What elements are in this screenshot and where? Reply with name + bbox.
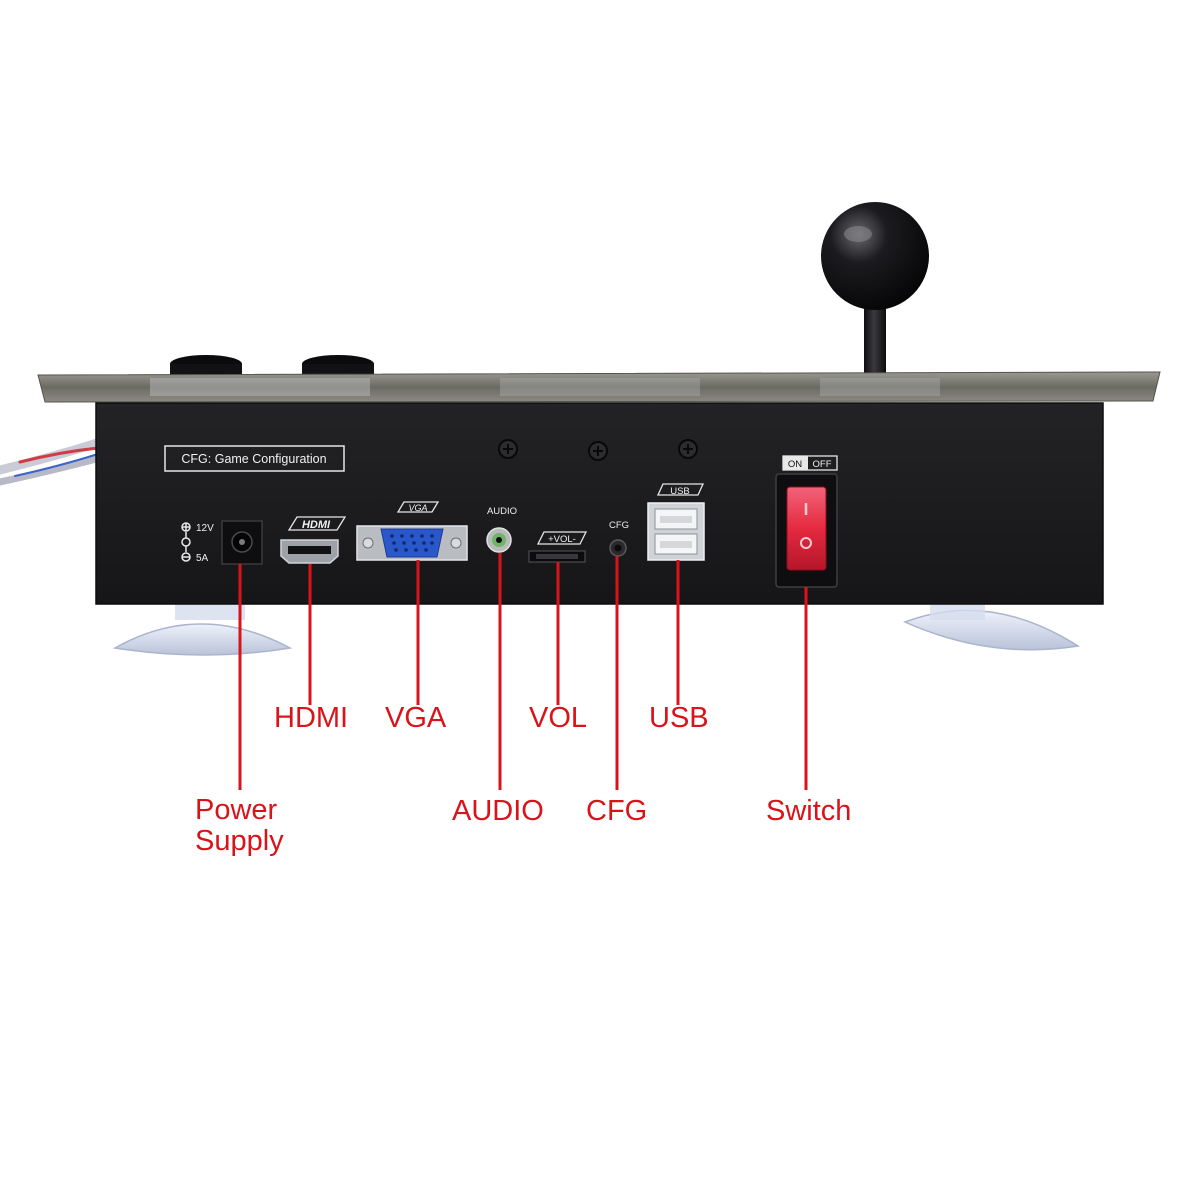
switch-off-label: OFF <box>813 459 832 470</box>
switch-label-box: ON OFF <box>782 455 838 471</box>
vol-port-label-box: +VOL- <box>536 531 588 545</box>
screw-icon <box>588 441 608 461</box>
hdmi-port-label: HDMI <box>302 519 331 531</box>
cable-bundle <box>0 437 105 486</box>
callout-lines <box>238 553 808 790</box>
polarity-icon <box>181 522 191 562</box>
vga-port-label-box: VGA <box>396 501 440 513</box>
usb-ports[interactable] <box>647 502 705 561</box>
vga-port-label: VGA <box>408 503 427 513</box>
switch-on-label: ON <box>788 459 802 470</box>
suction-cup-left <box>112 598 293 656</box>
cfg-button[interactable] <box>609 539 627 557</box>
cfg-caption-text: CFG: Game Configuration <box>181 452 326 466</box>
connector-panel <box>95 402 1104 605</box>
hdmi-port[interactable] <box>280 539 339 564</box>
joystick[interactable] <box>821 202 929 377</box>
usb-port-label-box: USB <box>656 483 705 497</box>
vol-callout: VOL <box>529 702 588 734</box>
cfg-caption-box <box>164 445 345 472</box>
hdmi-port-label-box: HDMI <box>287 516 347 531</box>
audio-jack[interactable] <box>486 527 512 553</box>
power-supply-callout-line2: Supply <box>195 825 284 857</box>
volume-wheel[interactable] <box>528 550 586 563</box>
power-voltage-label: 12V <box>196 523 214 534</box>
vga-port[interactable] <box>356 525 468 561</box>
cfg-callout: CFG <box>586 795 648 827</box>
usb-port-label: USB <box>670 486 690 497</box>
dc-power-jack[interactable] <box>221 520 263 565</box>
acrylic-top-panel <box>37 371 1161 403</box>
screw-icon <box>678 439 698 459</box>
hdmi-callout: HDMI <box>274 702 349 734</box>
screw-icon <box>498 439 518 459</box>
suction-cup-right <box>903 600 1081 651</box>
power-current-label: 5A <box>196 553 209 564</box>
switch-callout: Switch <box>766 795 852 827</box>
audio-callout: AUDIO <box>452 795 544 827</box>
usb-callout: USB <box>649 702 709 734</box>
vol-port-label: +VOL- <box>548 534 576 545</box>
audio-port-label: AUDIO <box>487 506 517 517</box>
cfg-port-label: CFG <box>609 520 629 531</box>
power-supply-callout-line1: Power <box>195 794 278 826</box>
power-rocker-switch[interactable] <box>775 473 838 588</box>
vga-callout: VGA <box>385 702 447 734</box>
